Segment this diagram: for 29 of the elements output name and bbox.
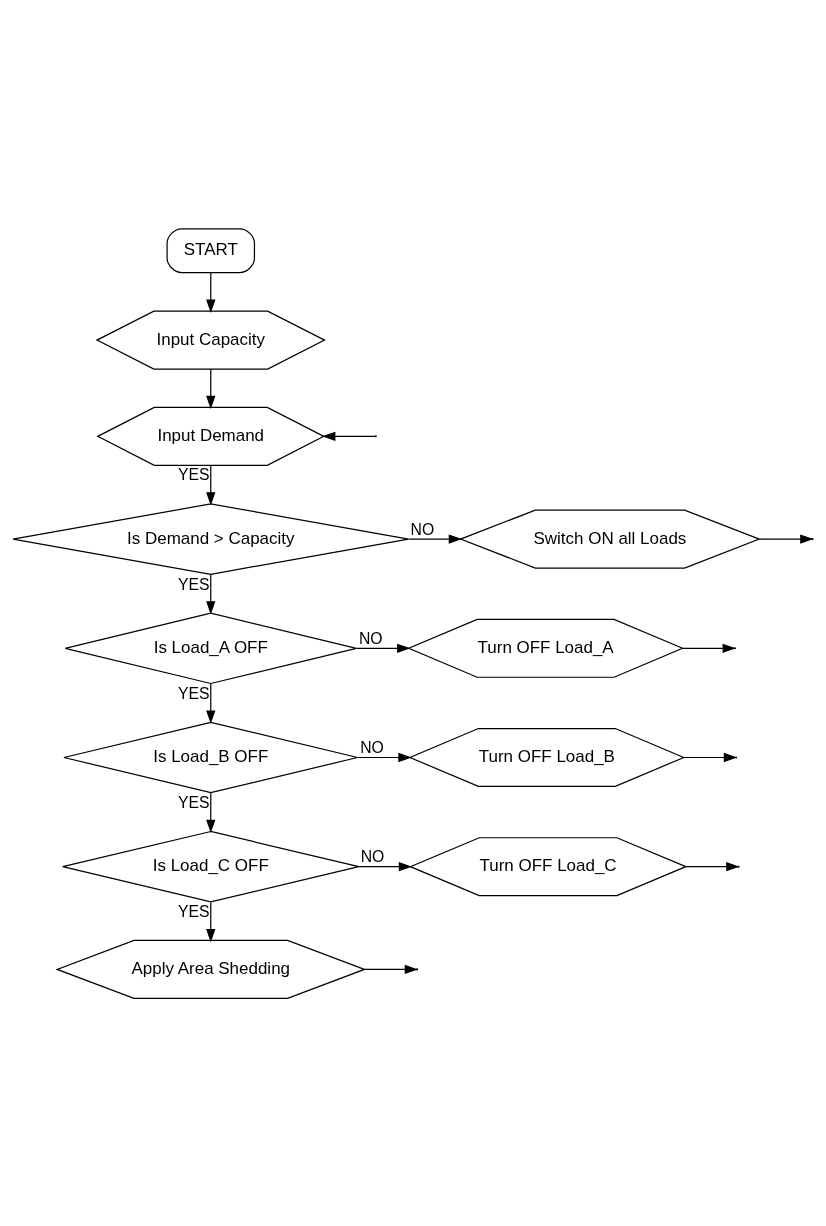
node-diamond: Is Load_B OFF xyxy=(63,721,359,793)
arrow xyxy=(206,901,216,942)
arrow xyxy=(206,573,216,615)
edge-label: YES xyxy=(178,902,210,920)
arrow xyxy=(358,861,413,871)
edge-label: NO xyxy=(360,738,384,756)
arrow xyxy=(364,964,419,974)
edge-label: YES xyxy=(178,465,210,483)
node-box: START xyxy=(166,227,256,273)
arrow xyxy=(206,682,216,724)
edge-label: YES xyxy=(178,793,210,811)
arrow xyxy=(357,752,412,762)
edge-label: NO xyxy=(410,520,435,538)
edge-label: YES xyxy=(178,575,210,593)
arrow xyxy=(206,464,216,505)
arrow xyxy=(206,367,216,409)
node-diamond: Is Demand > Capacity xyxy=(12,502,410,575)
arrow xyxy=(206,271,216,313)
node-diamond: Is Load_C OFF xyxy=(62,830,360,902)
edge-label: NO xyxy=(360,847,385,865)
arrow xyxy=(681,643,736,653)
arrow xyxy=(356,643,411,653)
arrow xyxy=(685,861,740,871)
edge-label: NO xyxy=(358,629,383,647)
node-diamond: Is Load_A OFF xyxy=(64,612,357,684)
arrow xyxy=(408,533,463,544)
arrow xyxy=(206,791,216,833)
arrow xyxy=(322,431,376,441)
edge-label: YES xyxy=(178,684,210,702)
